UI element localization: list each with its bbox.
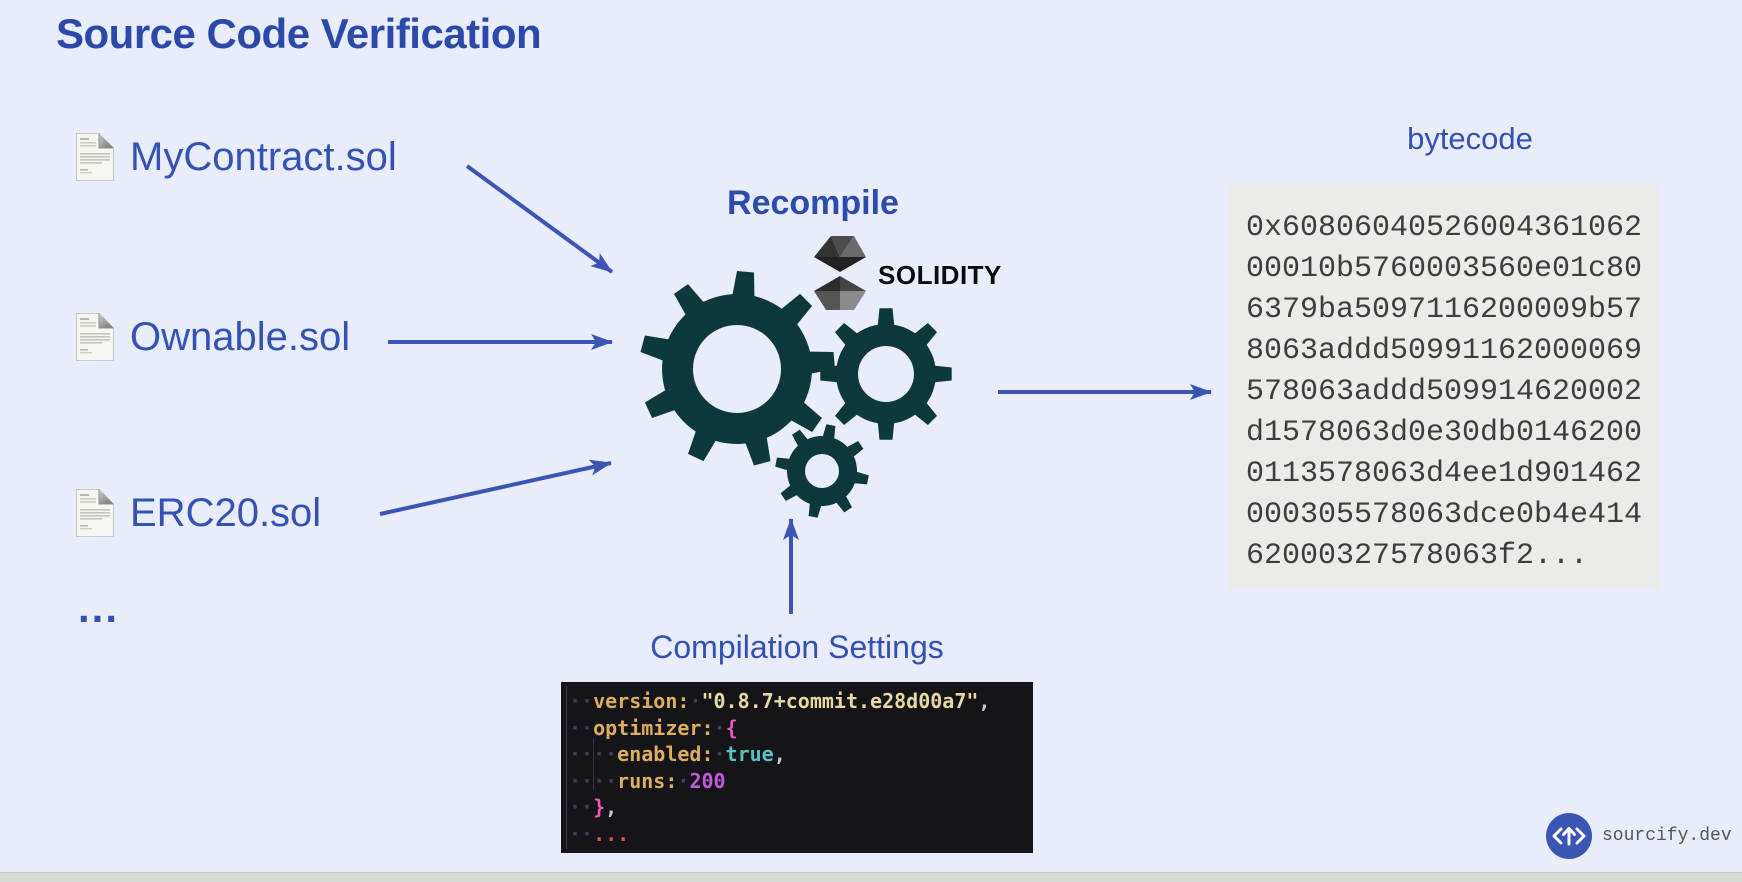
bytecode-line: 8063addd50991162000069	[1246, 334, 1643, 368]
bytecode-title: bytecode	[1407, 121, 1533, 156]
page-title: Source Code Verification	[56, 10, 542, 57]
bytecode-line: 62000327578063f2...	[1246, 539, 1589, 573]
bottom-edge-strip	[0, 872, 1742, 882]
sourcify-brand-text: sourcify.dev	[1602, 826, 1732, 846]
sourcify-logo-icon	[1546, 813, 1592, 859]
bytecode-line: 578063addd509914620002	[1246, 375, 1643, 409]
source-file-row: ERC20.sol	[75, 487, 321, 539]
code-line: ··optimizer:·{	[569, 715, 738, 740]
document-icon	[75, 132, 115, 182]
more-files-ellipsis: ...	[78, 584, 120, 631]
arrow-mycontract-to-compiler	[465, 164, 614, 274]
source-file-row: MyContract.sol	[75, 131, 397, 183]
code-line: ····enabled:·true,	[569, 742, 786, 766]
gear-icon	[640, 271, 835, 466]
compilation-settings-title: Compilation Settings	[650, 629, 944, 665]
code-line: ····runs:·200	[569, 768, 726, 793]
code-line: ··},	[569, 795, 618, 819]
bytecode-line: 00010b5760003560e01c80	[1246, 252, 1643, 286]
document-icon	[75, 488, 115, 538]
gear-icon	[820, 308, 952, 440]
compilation-settings-code: ··version:·"0.8.7+commit.e28d00a7", ··op…	[561, 682, 1033, 853]
bytecode-line: 000305578063dce0b4e414	[1246, 498, 1643, 532]
editor-indent-guide	[593, 738, 594, 790]
source-file-row: Ownable.sol	[75, 311, 350, 363]
code-line: ··...	[569, 821, 630, 846]
arrow-erc20-to-compiler	[379, 459, 612, 516]
bytecode-line: d1578063d0e30db0146200	[1246, 416, 1643, 450]
source-file-label: Ownable.sol	[130, 314, 351, 359]
bytecode-panel: 0x60806040526004361062 00010b5760003560e…	[1228, 184, 1660, 588]
recompile-label: Recompile	[727, 184, 899, 222]
gear-icon	[775, 424, 869, 518]
solidity-logo-icon	[814, 236, 866, 310]
bytecode-line: 0113578063d4ee1d901462	[1246, 457, 1643, 491]
editor-gutter-line	[566, 686, 567, 849]
solidity-branding: SOLIDITY	[814, 236, 1002, 310]
document-icon	[75, 312, 115, 362]
solidity-wordmark: SOLIDITY	[878, 259, 1002, 290]
compiler-gears-icon	[640, 271, 952, 518]
source-file-label: MyContract.sol	[130, 134, 397, 179]
code-line: ··version:·"0.8.7+commit.e28d00a7",	[569, 689, 991, 713]
source-file-label: ERC20.sol	[130, 490, 322, 535]
sourcify-brand: sourcify.dev	[1546, 813, 1732, 859]
bytecode-line: 0x60806040526004361062	[1246, 211, 1643, 245]
bytecode-line: 6379ba5097116200009b57	[1246, 293, 1643, 327]
